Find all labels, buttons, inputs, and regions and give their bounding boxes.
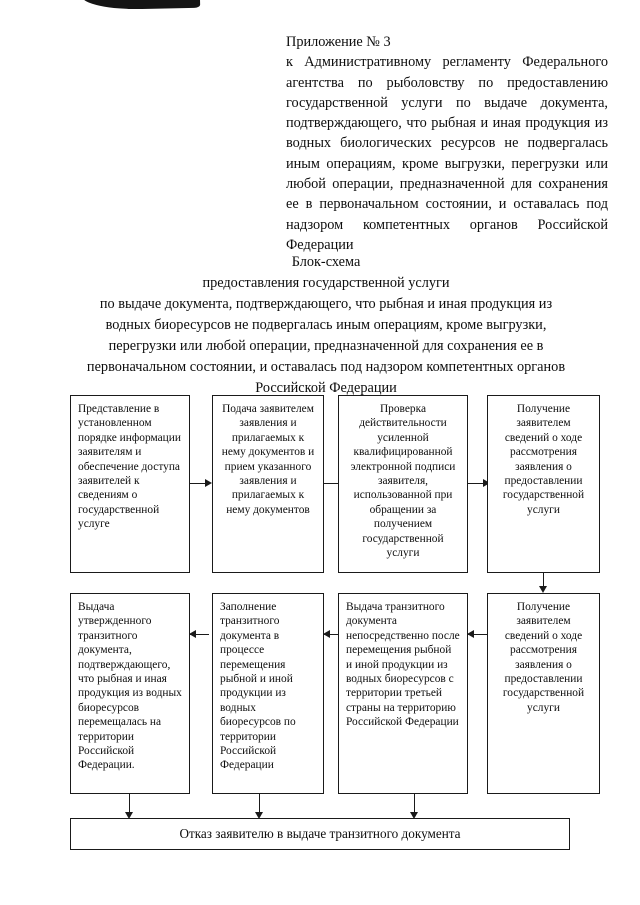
flow-node-4-label: Получение заявителем сведений о ходе рас… bbox=[502, 403, 585, 516]
appendix-header: Приложение № 3 к Административному регла… bbox=[286, 32, 608, 255]
flow-node-2-label: Подача заявителем заявления и прилагаемы… bbox=[221, 403, 315, 516]
arrowhead-8-7-icon bbox=[467, 630, 474, 638]
title-line-4: водных биоресурсов не подвергалась иным … bbox=[105, 317, 547, 333]
flow-node-3-label: Проверка действительности усиленной квал… bbox=[350, 403, 456, 560]
connector-7-6 bbox=[324, 634, 343, 636]
title-line-3: по выдаче документа, подтверждающего, чт… bbox=[99, 296, 553, 312]
flow-node-1-label: Представление в установленном порядке ин… bbox=[78, 403, 181, 531]
arrowhead-4-8-icon bbox=[539, 586, 547, 593]
connector-7-9 bbox=[414, 794, 416, 815]
flow-node-6: Заполнение транзитного документа в проце… bbox=[212, 593, 324, 794]
connector-8-7 bbox=[468, 634, 487, 636]
flow-node-7: Выдача транзитного документа непосредств… bbox=[338, 593, 468, 794]
arrowhead-6-5-icon bbox=[189, 630, 196, 638]
connector-4-8 bbox=[543, 573, 545, 589]
arrowhead-5-9-icon bbox=[125, 812, 133, 819]
arrowhead-7-9-icon bbox=[410, 812, 418, 819]
flow-node-3: Проверка действительности усиленной квал… bbox=[338, 395, 468, 573]
document-title: Блок-схема предоставления государственно… bbox=[52, 252, 600, 399]
appendix-number: Приложение № 3 bbox=[286, 34, 391, 50]
flow-node-6-label: Заполнение транзитного документа в проце… bbox=[220, 601, 296, 772]
flow-node-8: Получение заявителем сведений о ходе рас… bbox=[487, 593, 600, 794]
appendix-body: к Административному регламенту Федеральн… bbox=[286, 54, 608, 253]
title-line-1: Блок-схема bbox=[291, 254, 361, 270]
title-line-5: перегрузки или любой операции, предназна… bbox=[108, 338, 544, 354]
connector-5-9 bbox=[129, 794, 131, 815]
flow-node-2: Подача заявителем заявления и прилагаемы… bbox=[212, 395, 324, 573]
flow-node-9-rejection: Отказ заявителю в выдаче транзитного док… bbox=[70, 818, 570, 850]
flow-node-8-label: Получение заявителем сведений о ходе рас… bbox=[502, 601, 585, 714]
flow-node-5: Выдача утвержденного транзитного докумен… bbox=[70, 593, 190, 794]
flow-node-9-label: Отказ заявителю в выдаче транзитного док… bbox=[179, 825, 461, 841]
flow-node-4: Получение заявителем сведений о ходе рас… bbox=[487, 395, 600, 573]
arrowhead-7-6-icon bbox=[323, 630, 330, 638]
title-line-2: предоставления государственной услуги bbox=[202, 275, 450, 291]
title-line-7: Российской Федерации bbox=[255, 380, 397, 396]
arrowhead-3-4-icon bbox=[483, 479, 490, 487]
arrowhead-6-9-icon bbox=[255, 812, 263, 819]
connector-6-5 bbox=[190, 634, 209, 636]
connector-3-4 bbox=[468, 483, 487, 485]
flow-node-7-label: Выдача транзитного документа непосредств… bbox=[346, 601, 460, 729]
connector-1-2 bbox=[190, 483, 209, 485]
arrowhead-1-2-icon bbox=[205, 479, 212, 487]
flow-node-5-label: Выдача утвержденного транзитного докумен… bbox=[78, 601, 182, 772]
flow-node-1: Представление в установленном порядке ин… bbox=[70, 395, 190, 573]
connector-6-9 bbox=[259, 794, 261, 815]
title-line-6: первоначальном состоянии, и оставалась п… bbox=[86, 359, 566, 375]
connector-2-3 bbox=[324, 483, 343, 485]
